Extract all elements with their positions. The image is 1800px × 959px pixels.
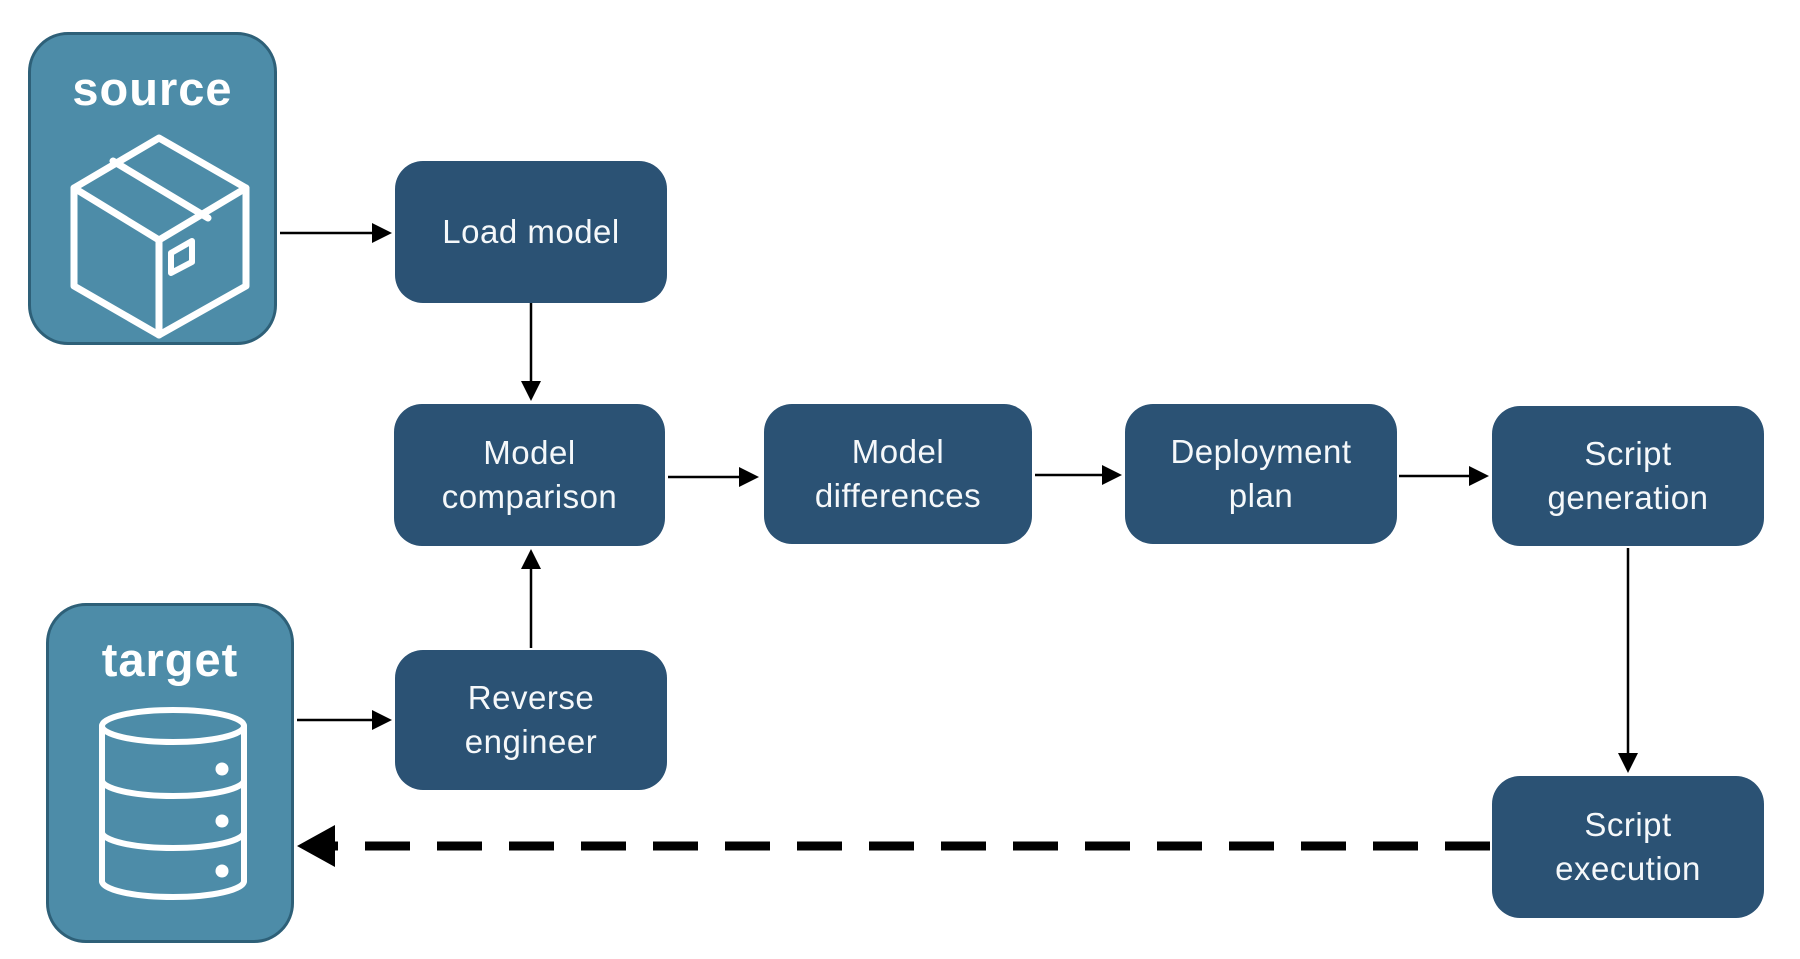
node-deployment-plan: Deployment plan <box>1125 404 1397 544</box>
node-script-generation-label: Script generation <box>1547 435 1709 516</box>
node-model-comparison: Model comparison <box>394 404 665 546</box>
node-reverse-engineer: Reverse engineer <box>395 650 667 790</box>
target-label: target <box>101 633 239 686</box>
node-script-execution: Script execution <box>1492 776 1764 918</box>
node-script-generation: Script generation <box>1492 406 1764 546</box>
node-script-execution-label: Script execution <box>1555 806 1701 887</box>
node-load-model: Load model <box>395 161 667 303</box>
node-model-differences: Model differences <box>764 404 1032 544</box>
package-box-icon <box>70 134 250 339</box>
node-reverse-engineer-label: Reverse engineer <box>464 679 598 760</box>
source-node: source <box>28 32 277 345</box>
node-model-differences-label: Model differences <box>814 433 982 514</box>
source-label: source <box>72 62 233 115</box>
database-icon <box>99 707 247 900</box>
node-load-model-label: Load model <box>442 213 620 250</box>
edge-script-execution-to-target <box>297 825 1490 867</box>
dashed-arrowhead <box>297 825 335 867</box>
node-deployment-plan-label: Deployment plan <box>1170 433 1352 514</box>
node-model-comparison-label: Model comparison <box>441 434 618 515</box>
target-node: target <box>46 603 294 943</box>
